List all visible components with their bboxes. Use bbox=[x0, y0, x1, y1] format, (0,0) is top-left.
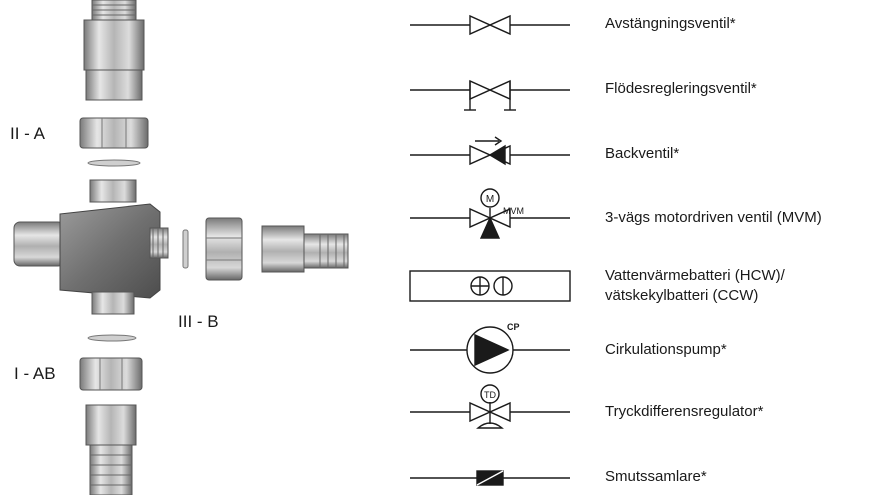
side-pipe-fitting bbox=[261, 225, 349, 273]
legend-label-three-way-motor-valve: 3-vägs motordriven ventil (MVM) bbox=[605, 209, 822, 226]
td-tag: TD bbox=[484, 390, 496, 400]
legend-label-circulation-pump: Cirkulationspump* bbox=[605, 341, 727, 358]
legend-symbols: M MVM CP TD bbox=[409, 14, 571, 486]
gasket-i-ab bbox=[87, 334, 137, 342]
flow-control-valve-icon bbox=[410, 79, 570, 111]
top-pipe-fitting bbox=[83, 0, 145, 101]
gasket-iii-b bbox=[182, 229, 189, 269]
nut-iii-b bbox=[205, 217, 243, 281]
label-i-ab: I - AB bbox=[14, 364, 56, 383]
legend-label-strainer: Smutssamlare* bbox=[605, 468, 707, 485]
nut-ii-a bbox=[79, 117, 149, 149]
heating-cooling-coil-icon bbox=[409, 270, 571, 302]
differential-pressure-regulator-icon: TD bbox=[410, 384, 570, 429]
bottom-pipe-fitting bbox=[85, 404, 137, 495]
mvm-tag: MVM bbox=[503, 206, 524, 216]
legend-label-coil-line-2: vätskekylbatteri (CCW) bbox=[605, 287, 759, 304]
valve-body bbox=[13, 179, 169, 315]
legend-label-differential-pressure-regulator: Tryckdifferensregulator* bbox=[605, 403, 764, 420]
mvm-motor-tag: M bbox=[486, 194, 494, 205]
legend-label-shutoff-valve: Avstängningsventil* bbox=[605, 15, 736, 32]
pump-tag: CP bbox=[507, 322, 520, 332]
label-iii-b: III - B bbox=[178, 312, 219, 331]
legend-label-flow-control-valve: Flödesregleringsventil* bbox=[605, 80, 757, 97]
shutoff-valve-icon bbox=[410, 14, 570, 36]
check-valve-icon bbox=[410, 136, 570, 166]
label-ii-a: II - A bbox=[10, 124, 45, 143]
three-way-motor-valve-icon: M MVM bbox=[410, 188, 570, 239]
legend-label-coil-line-1: Vattenvärmebatteri (HCW)/ bbox=[605, 267, 785, 284]
legend-label-check-valve: Backventil* bbox=[605, 145, 680, 162]
strainer-icon bbox=[410, 470, 570, 486]
gasket-ii-a bbox=[87, 159, 141, 167]
circulation-pump-icon: CP bbox=[410, 322, 570, 374]
nut-i-ab bbox=[79, 357, 143, 391]
valve-assembly-illustration bbox=[13, 0, 349, 495]
